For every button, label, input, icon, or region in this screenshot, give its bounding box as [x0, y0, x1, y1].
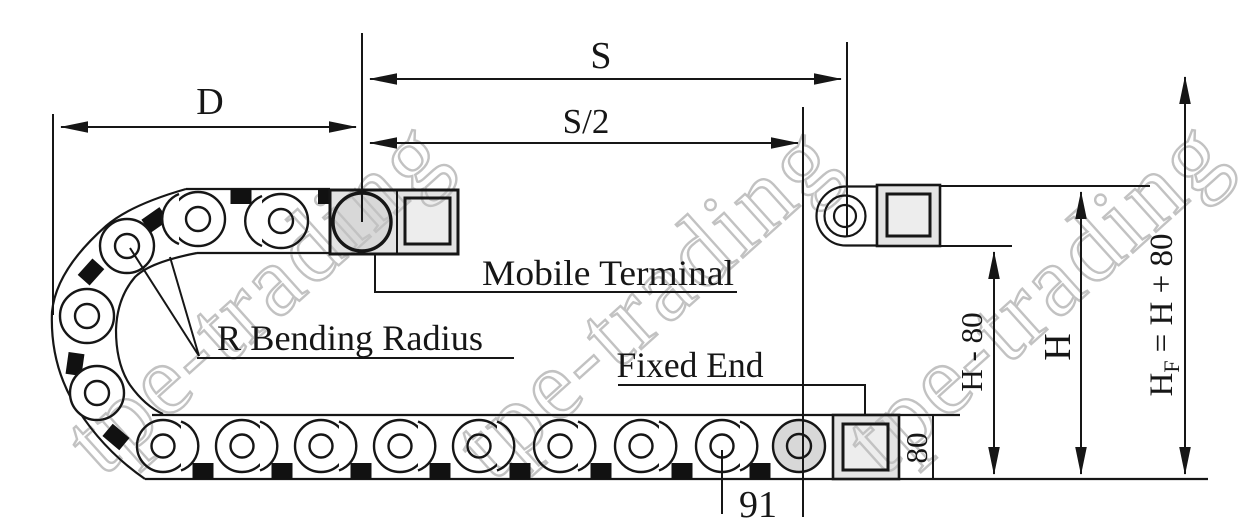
- dim-s-half-label: S/2: [563, 102, 610, 141]
- dim-d-label: D: [196, 81, 223, 123]
- pitch-91-label: 91: [739, 484, 777, 526]
- mobile-terminal-leader: [374, 255, 737, 293]
- dimension-lines: [52, 33, 1191, 517]
- dim-h-label: H: [1037, 333, 1079, 360]
- chain-rollers: [58, 190, 759, 474]
- fixed-end-bracket: [831, 413, 934, 481]
- fixed-end-label: Fixed End: [617, 345, 764, 385]
- mobile-terminal-label: Mobile Terminal: [482, 253, 734, 293]
- mobile-terminal-bracket: [328, 188, 460, 256]
- bending-radius-label: R Bending Radius: [217, 318, 483, 358]
- dim-s-label: S: [590, 35, 611, 77]
- height-80-label: 80: [899, 433, 934, 464]
- extended-terminal-bracket: [815, 183, 1150, 248]
- bending-radius-leader: [129, 247, 200, 357]
- energy-chain: [50, 187, 1208, 481]
- chain-crossbar-tabs: [65, 189, 771, 479]
- fixed-end-leader: [618, 384, 866, 414]
- fixed-end-roller: [771, 418, 827, 474]
- dim-h-minus-80-label: H - 80: [954, 312, 989, 391]
- dim-hf-label: HF= H + 80: [1144, 234, 1184, 397]
